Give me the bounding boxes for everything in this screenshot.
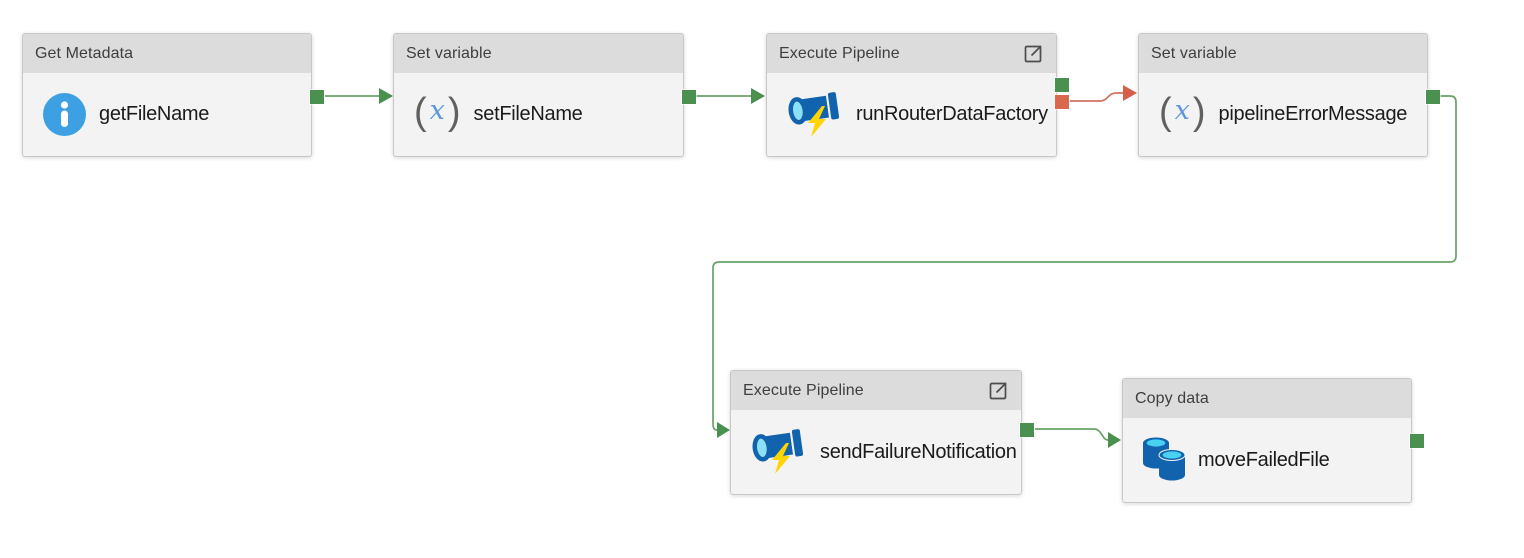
- activity-node-getfilename[interactable]: Get Metadata getFileName: [22, 33, 324, 157]
- edge-pipelineerrormessage-sendfailurenotification[interactable]: [712, 95, 1457, 438]
- edge-runrouterdatafactory-pipelineerrormessage[interactable]: [1070, 85, 1137, 102]
- node-body: runRouterDataFactory: [767, 73, 1056, 156]
- activity-name-label: moveFailedFile: [1198, 448, 1330, 471]
- paren-open: (: [1159, 90, 1172, 133]
- external-link-icon: [989, 382, 1007, 399]
- edge-getfilename-setfilename[interactable]: [325, 88, 393, 104]
- get-metadata-info-icon: [43, 93, 86, 136]
- edge-setfilename-runrouterdatafactory[interactable]: [696, 88, 765, 104]
- execute-pipeline-icon: [751, 428, 807, 476]
- activity-name-label: setFileName: [473, 103, 583, 125]
- output-port-success[interactable]: [1020, 423, 1034, 437]
- node-header: Get Metadata: [23, 34, 311, 73]
- activity-type-label: Set variable: [1151, 44, 1237, 62]
- activity-node-setfilename[interactable]: Set variable ( x ) setFileName: [393, 33, 696, 157]
- external-link-icon: [1024, 45, 1042, 62]
- output-port-success[interactable]: [1410, 434, 1424, 448]
- open-pipeline-button[interactable]: [987, 380, 1009, 402]
- activity-node-sendfailurenotification[interactable]: Execute Pipeline: [730, 370, 1034, 495]
- set-variable-icon: ( x ): [414, 90, 461, 134]
- activity-type-label: Execute Pipeline: [743, 381, 864, 399]
- node-body: sendFailureNotification: [731, 410, 1021, 494]
- execute-pipeline-icon: [787, 91, 843, 139]
- output-port-success[interactable]: [682, 90, 696, 104]
- activity-type-label: Copy data: [1135, 389, 1209, 407]
- activity-node-pipelineerrormessage[interactable]: Set variable ( x ) pipelineErrorMessage: [1138, 33, 1440, 157]
- activity-node-runrouterdatafactory[interactable]: Execute Pipeline: [766, 33, 1069, 157]
- activity-type-label: Get Metadata: [35, 44, 134, 62]
- node-body: ( x ) pipelineErrorMessage: [1139, 73, 1427, 156]
- activity-type-label: Execute Pipeline: [779, 44, 900, 62]
- copy-data-icon: [1143, 436, 1185, 484]
- activity-name-label: pipelineErrorMessage: [1218, 103, 1408, 125]
- activity-node-movefailedfile[interactable]: Copy data moveFailedFile: [1122, 378, 1424, 503]
- variable-x-glyph: x: [1174, 95, 1190, 126]
- output-port-failure[interactable]: [1055, 95, 1069, 109]
- output-port-success[interactable]: [1426, 90, 1440, 104]
- node-header: Set variable: [394, 34, 683, 73]
- paren-open: (: [414, 90, 427, 133]
- activity-name-label: getFileName: [99, 103, 210, 125]
- node-header: Copy data: [1123, 379, 1411, 418]
- open-pipeline-button[interactable]: [1022, 43, 1044, 65]
- activity-name-label: sendFailureNotification: [820, 440, 1017, 463]
- activity-type-label: Set variable: [406, 44, 492, 62]
- node-header: Set variable: [1139, 34, 1427, 73]
- output-port-success[interactable]: [1055, 78, 1069, 92]
- node-header: Execute Pipeline: [767, 34, 1056, 73]
- activity-name-label: runRouterDataFactory: [856, 103, 1048, 125]
- paren-close: ): [447, 90, 461, 133]
- variable-x-glyph: x: [429, 95, 445, 126]
- edge-sendfailurenotification-movefailedfile[interactable]: [1035, 428, 1121, 448]
- paren-close: ): [1192, 90, 1206, 133]
- output-port-success[interactable]: [310, 90, 324, 104]
- node-body: moveFailedFile: [1123, 418, 1411, 502]
- node-body: getFileName: [23, 73, 311, 156]
- set-variable-icon: ( x ): [1159, 90, 1206, 134]
- node-body: ( x ) setFileName: [394, 73, 683, 156]
- node-header: Execute Pipeline: [731, 371, 1021, 410]
